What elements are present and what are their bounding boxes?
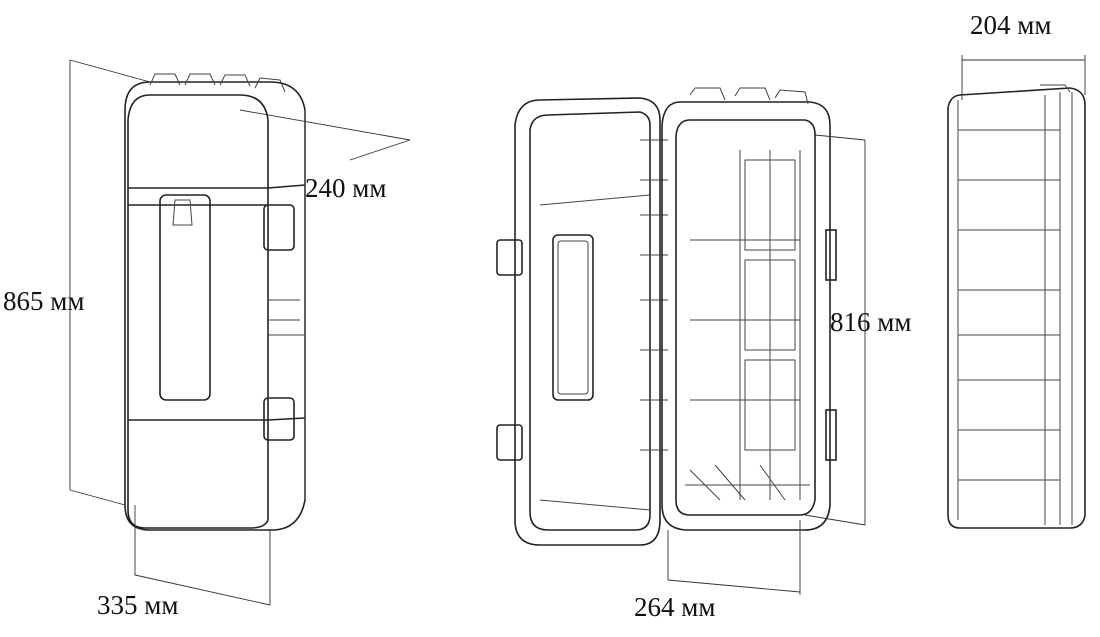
open-cabinet-dimension-lines — [667, 134, 866, 595]
closed-cabinet-dimension-lines — [69, 59, 411, 606]
closed-depth-label: 240 мм — [305, 173, 387, 203]
side-depth-label: 204 мм — [970, 10, 1052, 40]
side-view — [947, 84, 1086, 529]
closed-width-label: 335 мм — [97, 590, 179, 620]
closed-height-label: 865 мм — [3, 286, 85, 316]
inner-height-label: 816 мм — [830, 307, 912, 337]
inner-width-label: 264 мм — [634, 592, 716, 622]
closed-cabinet-view — [124, 73, 306, 531]
side-view-dimension-lines — [961, 55, 1086, 100]
open-cabinet-view — [496, 87, 837, 546]
